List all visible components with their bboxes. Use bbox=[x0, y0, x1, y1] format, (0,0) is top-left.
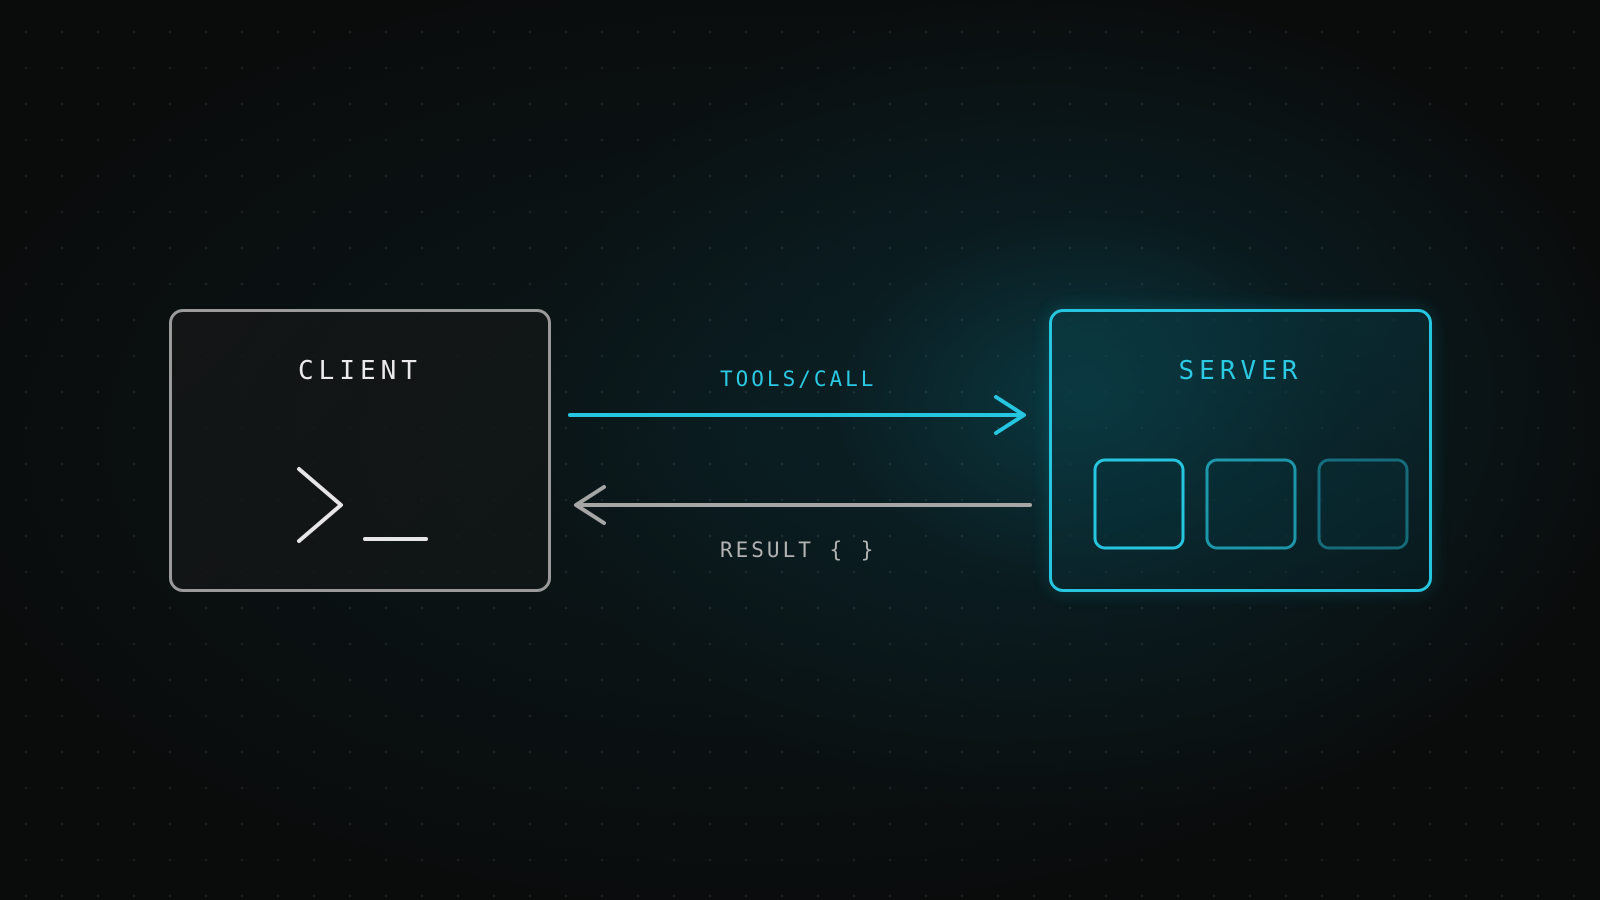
tool-slot-icon bbox=[1317, 458, 1409, 550]
arrow-left-icon bbox=[574, 485, 1032, 525]
tool-slot-icon bbox=[1093, 458, 1185, 550]
server-panel: SERVER bbox=[1049, 309, 1432, 592]
response-label: RESULT { } bbox=[720, 538, 877, 562]
arrow-right-icon bbox=[568, 395, 1026, 435]
client-panel: CLIENT bbox=[169, 309, 551, 592]
server-title: SERVER bbox=[1178, 356, 1303, 386]
request-label: TOOLS/CALL bbox=[720, 367, 877, 391]
server-tool-slots bbox=[1093, 458, 1409, 550]
client-title: CLIENT bbox=[298, 356, 422, 386]
terminal-prompt-icon bbox=[297, 467, 428, 543]
tool-slot-icon bbox=[1205, 458, 1297, 550]
